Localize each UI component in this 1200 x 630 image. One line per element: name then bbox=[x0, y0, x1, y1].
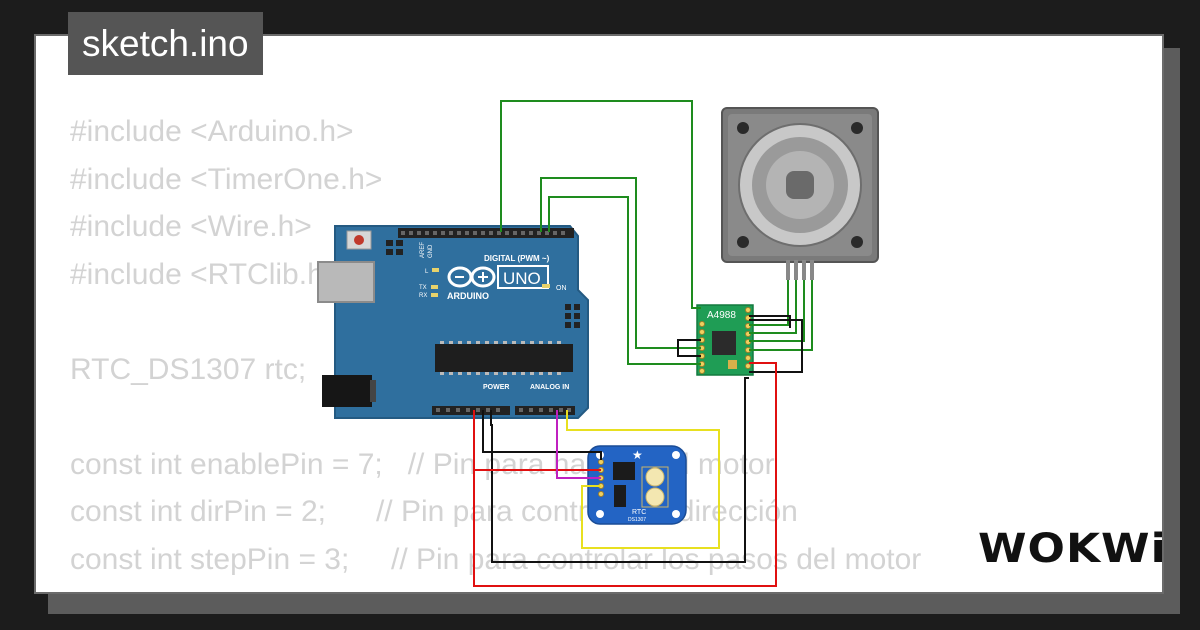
code-line: #include <RTClib.h> bbox=[70, 257, 342, 291]
tx-led-label: TX bbox=[419, 285, 427, 291]
power-jack bbox=[322, 375, 372, 407]
arduino-brand-label: ARDUINO bbox=[447, 291, 489, 301]
code-line: const int stepPin = 3; // Pin para contr… bbox=[70, 542, 922, 576]
file-name-badge: sketch.ino bbox=[68, 12, 263, 75]
project-card[interactable]: #include <Arduino.h> #include <TimerOne.h… bbox=[34, 34, 1164, 594]
power-label: POWER bbox=[483, 384, 509, 391]
rx-led-label: RX bbox=[419, 293, 427, 299]
a4988-driver[interactable]: A4988 bbox=[696, 304, 754, 376]
wokwi-logo: WOKWi bbox=[978, 525, 1167, 572]
aref-label: AREF bbox=[420, 242, 426, 258]
usb-port bbox=[317, 261, 375, 303]
arduino-logo-icon bbox=[447, 266, 496, 288]
reset-button[interactable] bbox=[354, 235, 364, 245]
microcontroller-chip bbox=[435, 344, 573, 372]
digital-label: DIGITAL (PWM ~) bbox=[484, 254, 550, 263]
power-header bbox=[432, 406, 510, 415]
code-line: #include <TimerOne.h> bbox=[70, 162, 383, 196]
l-led-label: L bbox=[425, 269, 429, 275]
wires bbox=[473, 100, 813, 587]
board-model-label: UNO bbox=[503, 269, 541, 288]
rtc-chip-label: DS1307 bbox=[628, 517, 646, 523]
code-line: #include <Wire.h> bbox=[70, 210, 312, 243]
driver-label: A4988 bbox=[707, 310, 736, 321]
analog-header bbox=[515, 406, 575, 415]
code-line: #include <Arduino.h> bbox=[70, 115, 354, 148]
digital-header bbox=[398, 228, 574, 238]
rtc-ds1307-module[interactable]: ★ RTC DS1307 bbox=[587, 445, 687, 525]
arduino-uno-board[interactable]: AREF GND DIGITAL (PWM ~) L TX RX UNO ARD… bbox=[317, 225, 589, 419]
code-line: const int dirPin = 2; // Pin para contro… bbox=[70, 495, 798, 528]
stepper-motor[interactable] bbox=[721, 107, 879, 280]
gnd-label: GND bbox=[428, 244, 434, 258]
code-line: RTC_DS1307 rtc; bbox=[70, 352, 307, 386]
analog-label: ANALOG IN bbox=[530, 384, 569, 391]
star-icon: ★ bbox=[632, 448, 643, 462]
rtc-label: RTC bbox=[632, 509, 646, 516]
on-led-label: ON bbox=[556, 285, 567, 292]
